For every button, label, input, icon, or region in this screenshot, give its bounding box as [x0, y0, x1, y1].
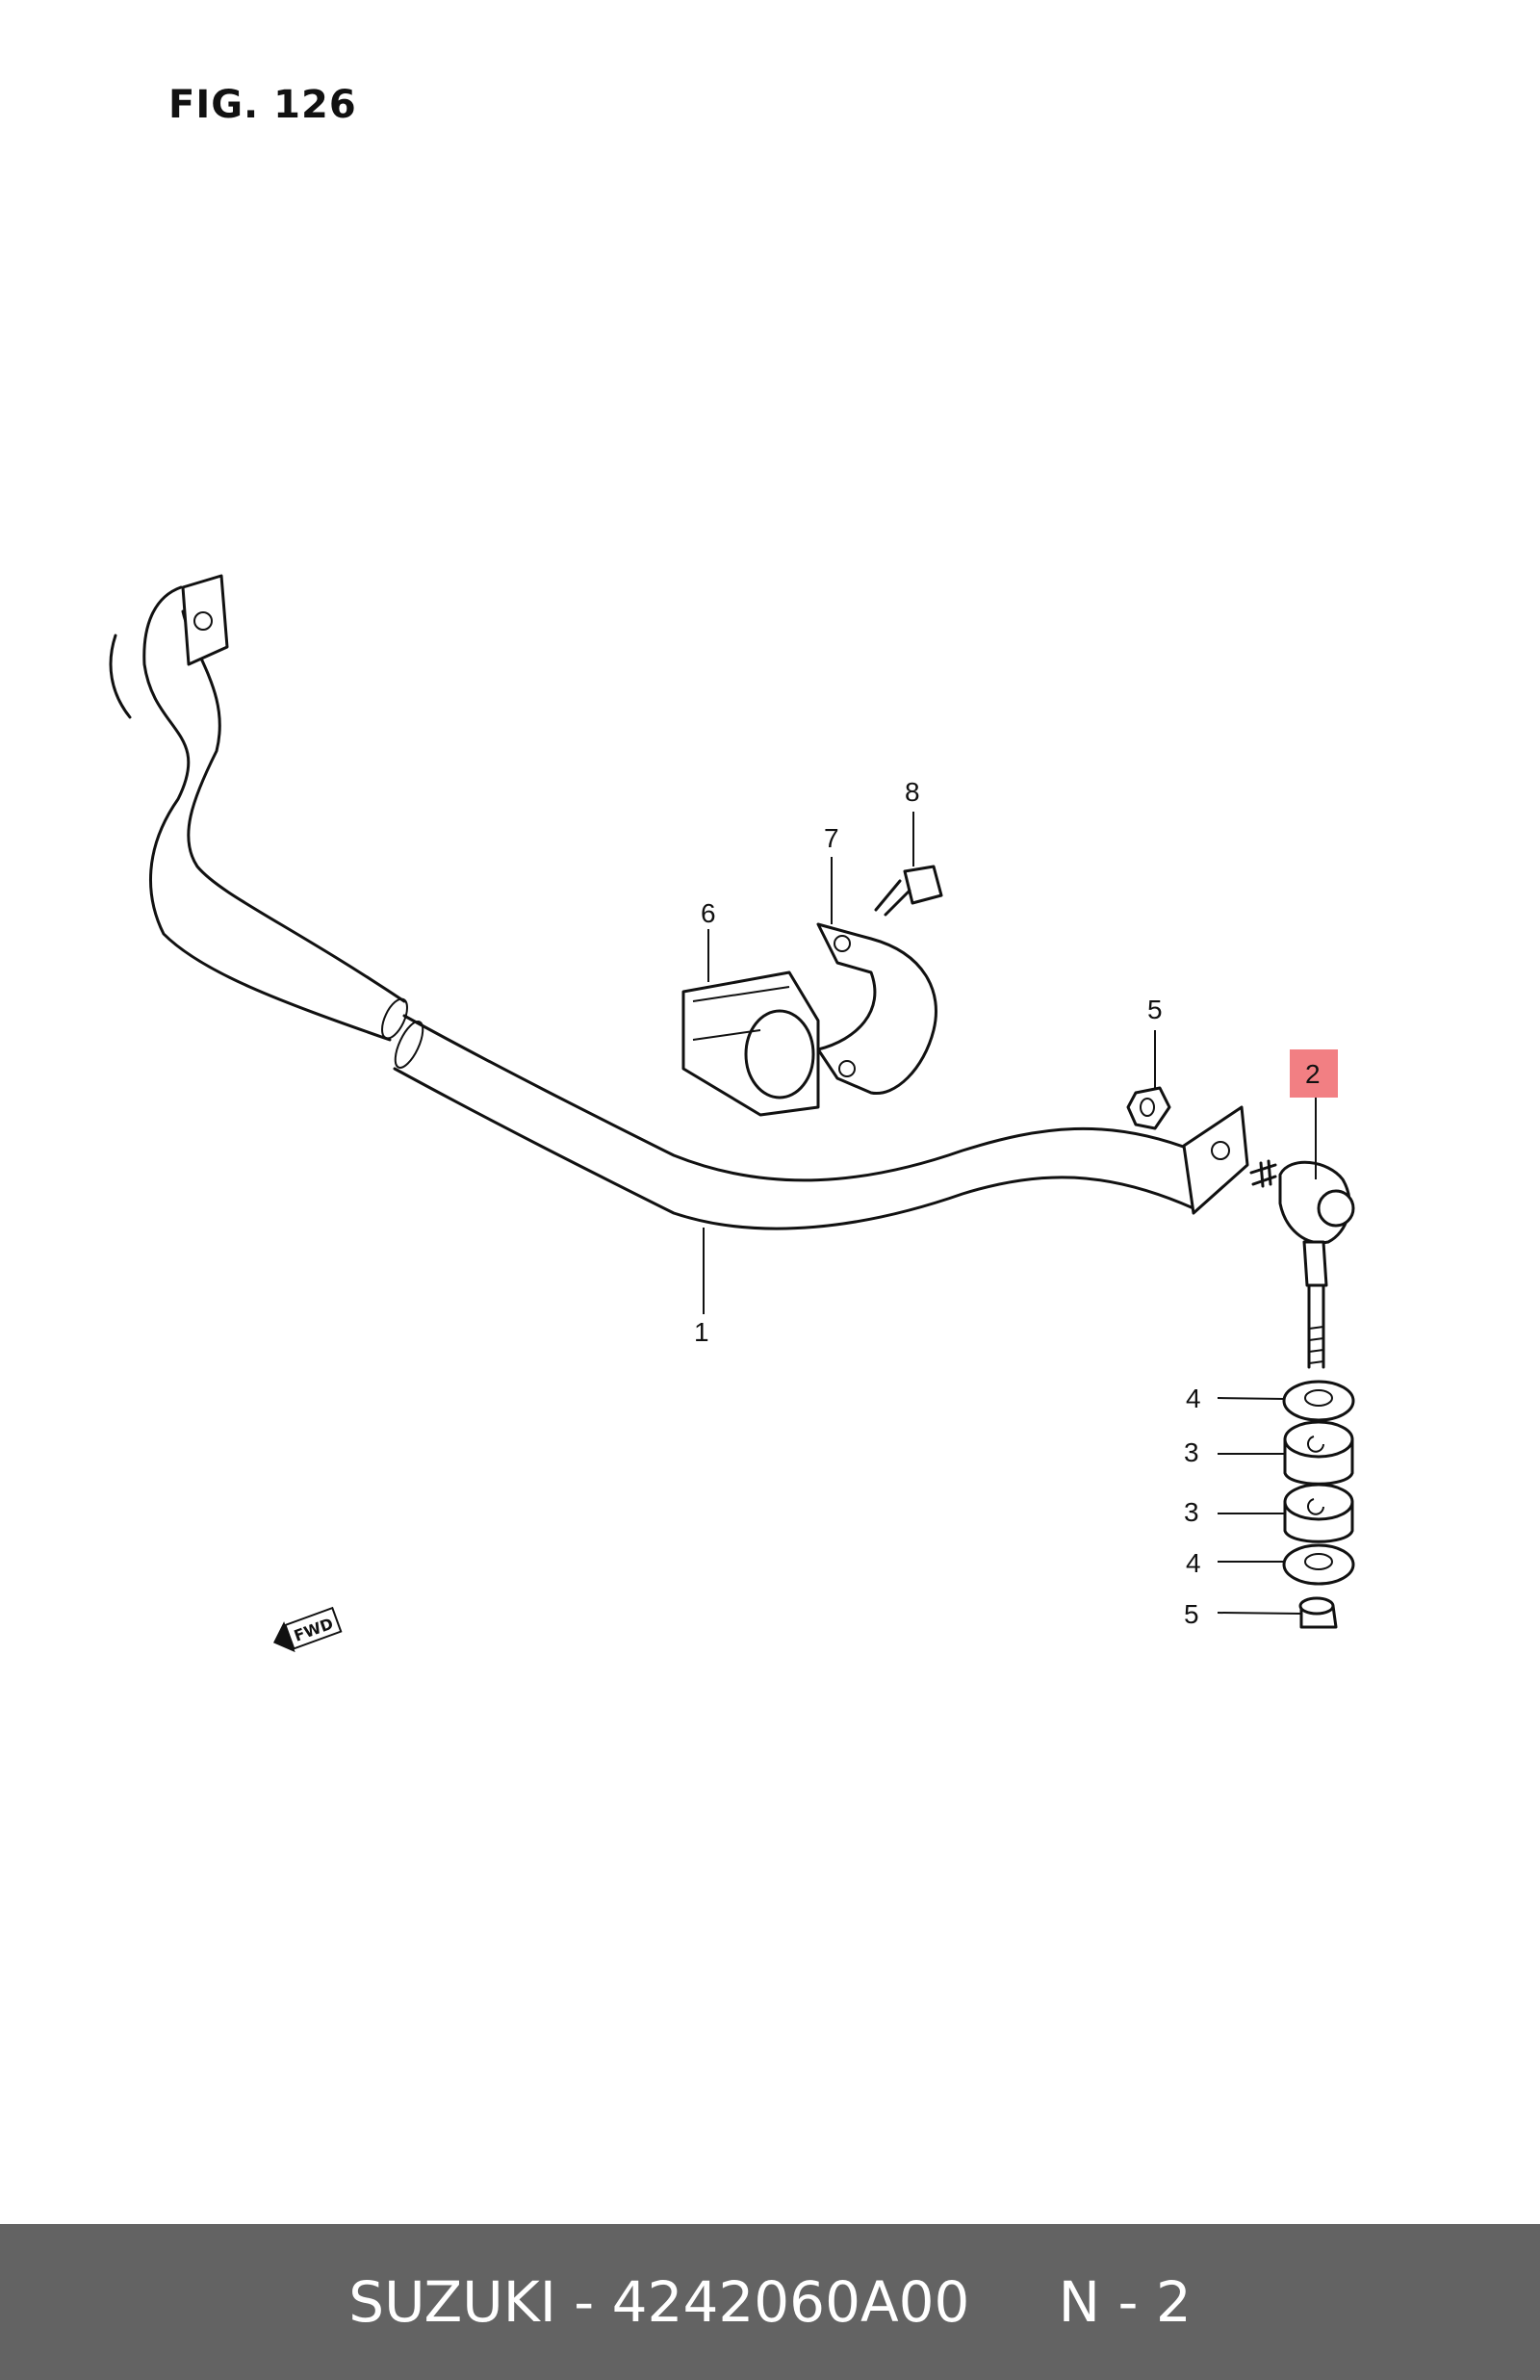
callout-label: 8 — [905, 777, 920, 807]
nut-upper — [1126, 1086, 1171, 1130]
callout-label: 6 — [701, 898, 716, 928]
cushion-lower — [1283, 1483, 1354, 1543]
fwd-arrow-icon: FWD — [272, 1606, 343, 1653]
callout-label: 2 — [1305, 1059, 1321, 1089]
footer-gap — [969, 2269, 1058, 2335]
cushion-upper — [1283, 1420, 1354, 1486]
callout-label: 3 — [1184, 1437, 1199, 1467]
callout-label: 7 — [824, 823, 839, 853]
callout-highlight — [1290, 1049, 1338, 1098]
figure-title: FIG. 126 — [168, 83, 357, 127]
footer-position: N - 2 — [1058, 2269, 1192, 2335]
footer-part-number: 4242060A00 — [611, 2269, 970, 2335]
callout-label: 5 — [1184, 1599, 1199, 1629]
callout-label: 5 — [1147, 995, 1163, 1024]
footer-separator: - — [555, 2269, 612, 2335]
callout-label: 3 — [1184, 1497, 1199, 1527]
leader-lines — [703, 812, 1317, 1615]
stabilizer-link — [1249, 1159, 1355, 1369]
bushing-bracket — [816, 922, 937, 1096]
callout-label: 4 — [1186, 1548, 1201, 1578]
callout-label: 4 — [1186, 1384, 1201, 1413]
footer-brand: SUZUKI — [348, 2269, 556, 2335]
callout-labels: 1 2 3 3 4 4 5 5 6 7 8 — [694, 777, 1338, 1629]
parts-diagram: 1 2 3 3 4 4 5 5 6 7 8 FWD — [109, 574, 1355, 1653]
bolt — [874, 865, 943, 917]
callout-label: 1 — [694, 1317, 709, 1347]
bushing — [681, 970, 820, 1117]
nut-lower — [1298, 1596, 1338, 1629]
washer-upper — [1282, 1380, 1355, 1422]
washer-lower — [1282, 1543, 1355, 1586]
footer-bar: SUZUKI - 4242060A00 N - 2 — [0, 2224, 1540, 2380]
stabilizer-bar — [109, 574, 1249, 1230]
